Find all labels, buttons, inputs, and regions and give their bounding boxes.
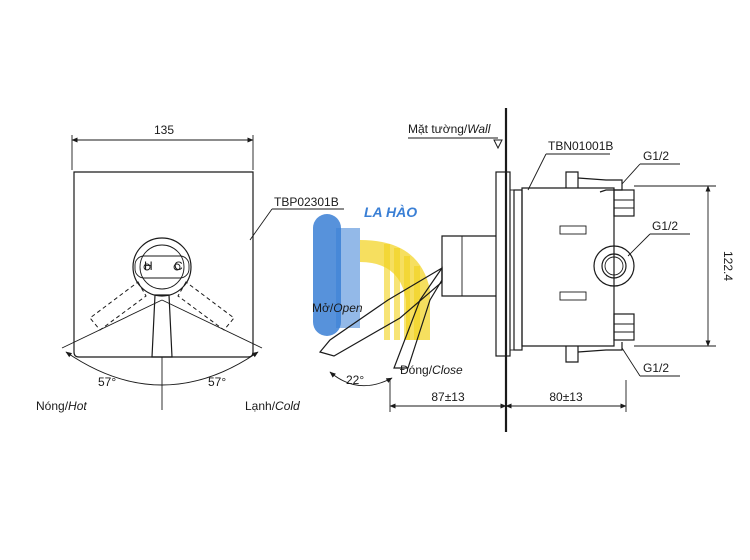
handle-base-outer: [132, 237, 192, 297]
hot-label: Nóng/Hot: [36, 399, 87, 413]
front-depth-dimension: 87±13: [431, 390, 465, 404]
angle-left-label: 57°: [98, 375, 116, 389]
port-mid-label: G1/2: [652, 219, 678, 233]
svg-text:C: C: [174, 259, 183, 273]
angle-right-label: 57°: [208, 375, 226, 389]
valve-label: TBN01001B: [548, 139, 613, 153]
lever-angle-label: 22°: [346, 373, 364, 387]
port-bottom-label: G1/2: [643, 361, 669, 375]
width-dimension: 135: [154, 123, 174, 137]
escutcheon-side: [495, 171, 511, 357]
lever-open-position: [318, 266, 443, 357]
front-view: 135 H C 57° 57° Nóng/Hot Lạnh/Cold: [36, 123, 344, 413]
valve-body: [521, 187, 615, 347]
watermark-text: LA HÀO: [364, 204, 417, 220]
side-view: Mặt tường/Wall Mở/Open Đóng/Close 22°: [312, 108, 735, 432]
cold-label: Lạnh/Cold: [245, 399, 300, 413]
close-label: Đóng/Close: [400, 363, 463, 377]
lever-cold-position: [177, 281, 235, 331]
bottom-port: [565, 346, 579, 363]
lever-front: [151, 294, 173, 358]
port-top-label: G1/2: [643, 149, 669, 163]
open-label: Mở/Open: [312, 301, 363, 315]
lever-hot-position: [89, 281, 147, 331]
handle-neck: [441, 235, 496, 297]
wall-label: Mặt tường/Wall: [408, 122, 491, 136]
height-dimension: 122.4: [721, 251, 735, 281]
model-label: TBP02301B: [274, 195, 339, 209]
svg-text:H: H: [144, 259, 153, 273]
middle-port: [593, 245, 635, 287]
top-port: [565, 171, 579, 188]
back-depth-dimension: 80±13: [549, 390, 583, 404]
